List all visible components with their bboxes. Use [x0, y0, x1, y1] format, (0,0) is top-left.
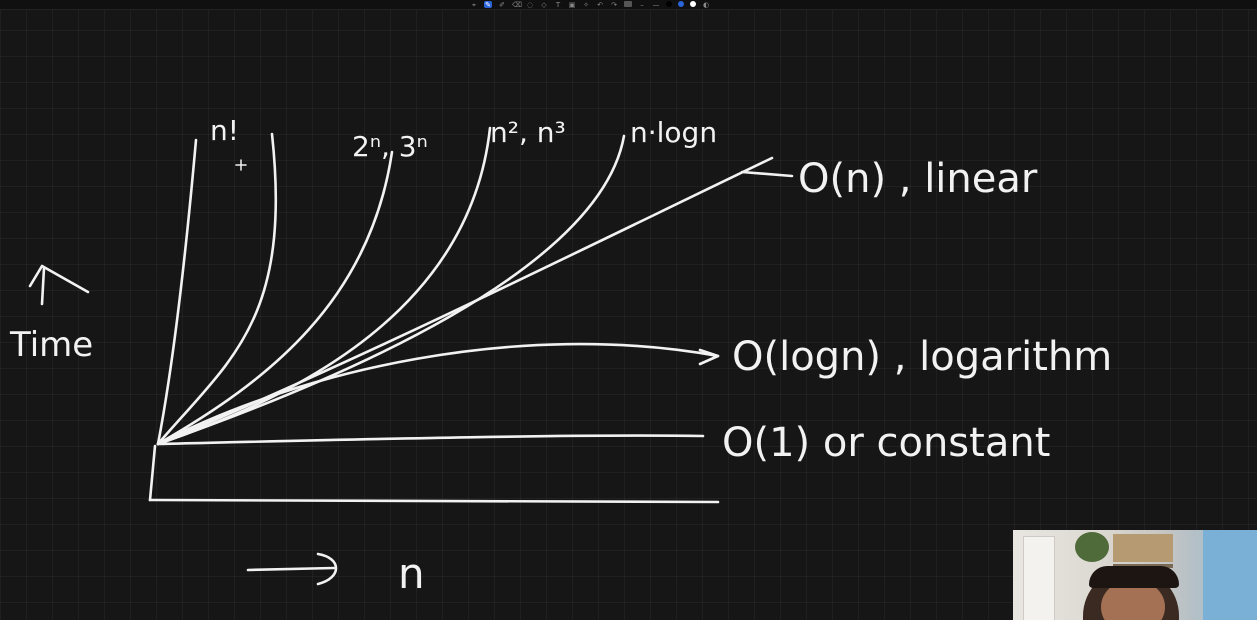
presenter-webcam[interactable]: [1013, 530, 1257, 620]
annotation-linear: O(n) , linear: [798, 156, 1038, 202]
y-axis-label: Time: [9, 325, 93, 365]
linear-pointer: [740, 170, 794, 178]
stroke-medium-button[interactable]: –: [640, 0, 644, 9]
webcam-background-door: [1023, 536, 1055, 620]
y-axis: [148, 444, 157, 502]
webcam-presenter-face: [1101, 582, 1165, 620]
annotation-logarithmic: O(logn) , logarithm: [732, 334, 1112, 380]
stroke-thick-button[interactable]: —: [652, 0, 660, 9]
x-axis-label: n: [398, 549, 425, 598]
curve-exponential: [156, 150, 394, 446]
pen-tool-icon[interactable]: ✎: [484, 0, 492, 9]
image-tool-icon[interactable]: ▣: [568, 0, 576, 9]
curve-linear: [156, 156, 774, 446]
curve-polynomial: [156, 126, 492, 446]
toolbar-tools: ⌖ ✎ ✐ ⌫ ◌ ◇ T ▣ ✧ ↶ ↷ – — ◐: [470, 0, 710, 9]
undo-tool-icon[interactable]: ↶: [597, 0, 603, 9]
x-axis: [148, 498, 720, 504]
shape-tool-icon[interactable]: ◇: [541, 0, 547, 9]
color-white-swatch[interactable]: [690, 1, 696, 7]
x-axis-arrow-icon: [246, 552, 338, 586]
highlighter-tool-icon[interactable]: ✐: [499, 0, 505, 9]
more-colors-icon[interactable]: ◐: [702, 0, 710, 9]
label-nlogn: n·logn: [630, 116, 717, 149]
curve-factorial: [156, 132, 278, 446]
annotation-constant: O(1) or constant: [722, 420, 1050, 466]
lasso-tool-icon[interactable]: ◌: [526, 0, 534, 9]
color-blue-swatch[interactable]: [678, 1, 684, 7]
logarithmic-pointer: [698, 348, 720, 366]
y-axis-arrow-icon: [28, 264, 90, 306]
label-polynomial: n², n³: [490, 116, 566, 149]
curve-constant: [156, 434, 705, 446]
curve-nlogn: [156, 134, 626, 446]
drawing-toolbar: ⌖ ✎ ✐ ⌫ ◌ ◇ T ▣ ✧ ↶ ↷ – — ◐: [0, 0, 1257, 10]
label-exponential: 2ⁿ, 3ⁿ: [352, 130, 428, 163]
cursor-crosshair-icon: [235, 159, 247, 171]
laser-tool-icon[interactable]: ✧: [583, 0, 589, 9]
stroke-thin-button[interactable]: [624, 1, 632, 7]
webcam-presenter-hair: [1089, 566, 1179, 588]
text-tool-icon[interactable]: T: [555, 0, 561, 9]
label-factorial: n!: [210, 114, 239, 147]
redo-tool-icon[interactable]: ↷: [611, 0, 617, 9]
webcam-background-plant: [1075, 532, 1109, 562]
webcam-background-window: [1203, 530, 1257, 620]
eraser-tool-icon[interactable]: ⌫: [512, 0, 522, 9]
webcam-background-shelf: [1113, 534, 1173, 562]
curve-logarithmic: [156, 342, 720, 446]
select-tool-icon[interactable]: ⌖: [472, 0, 476, 9]
color-black-swatch[interactable]: [666, 1, 672, 7]
